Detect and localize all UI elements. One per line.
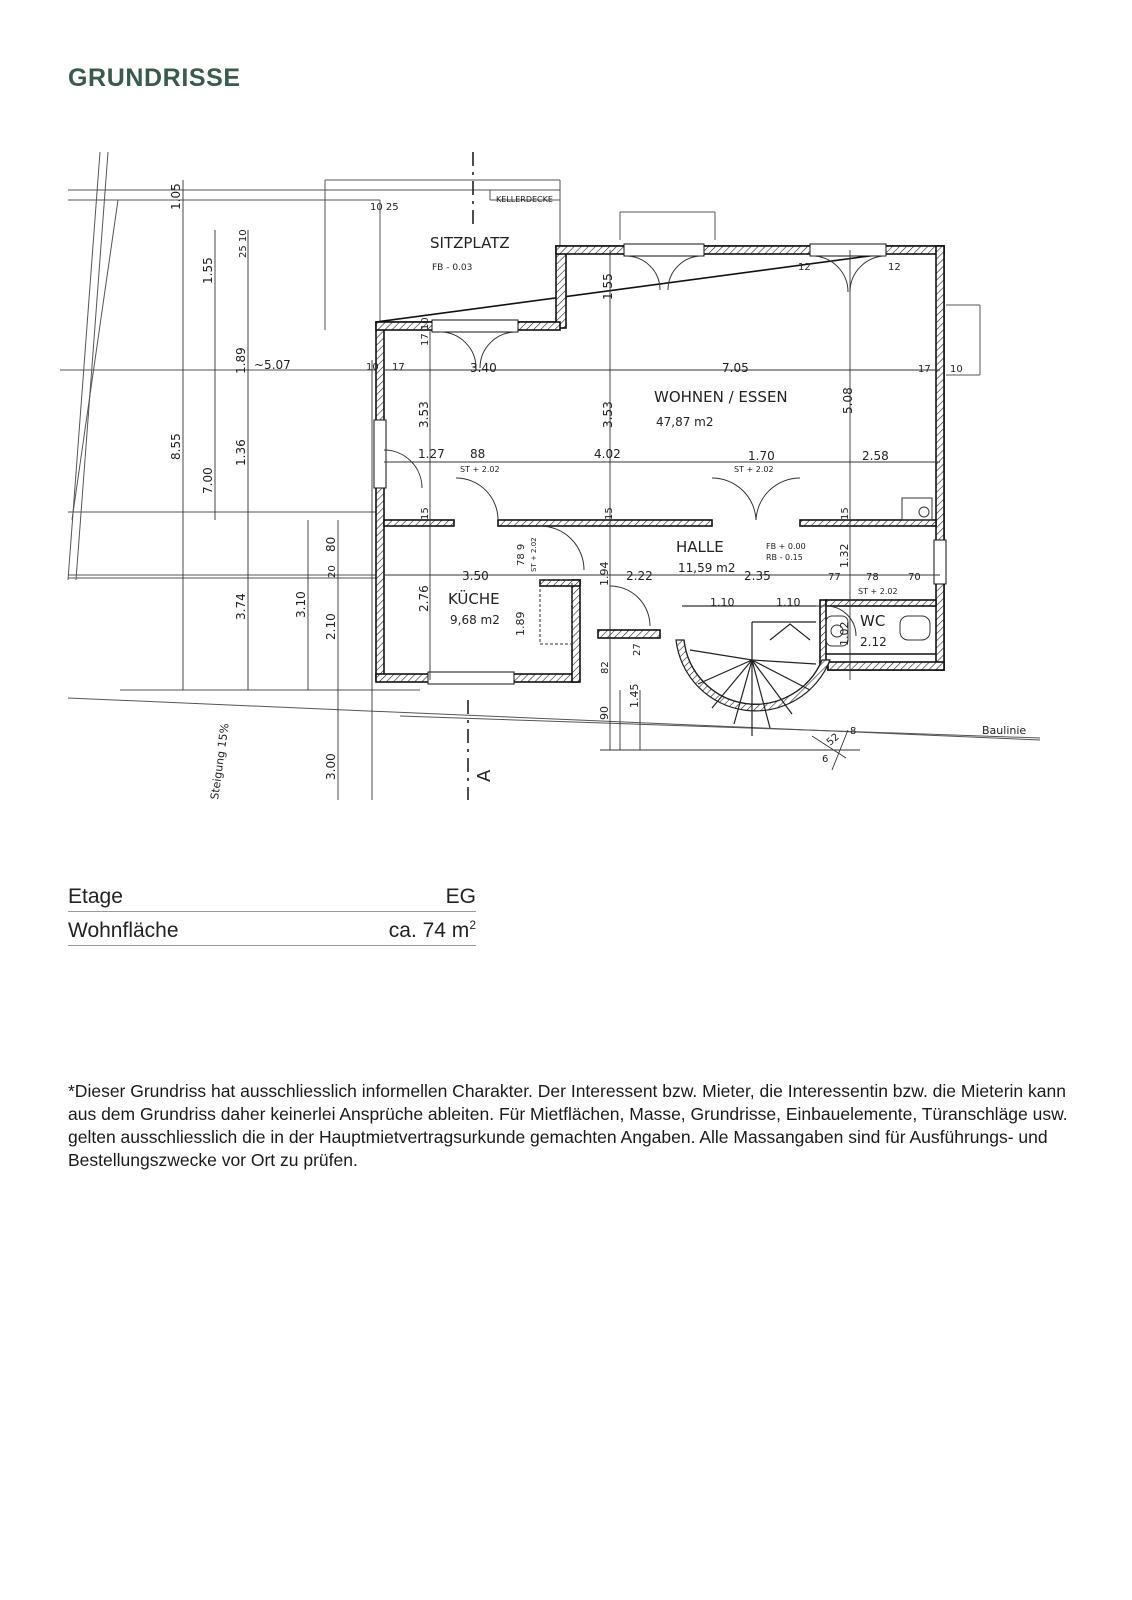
dimension-labels: 1.05 1.55 1.89 ~5.07 8.55 1.36 7.00 3.74… bbox=[169, 183, 963, 780]
dim-label: 1.27 bbox=[418, 447, 445, 461]
dim-label: 1.10 bbox=[776, 596, 801, 609]
dim-label: 1.89 bbox=[514, 612, 527, 637]
fact-value-unit-exponent: 2 bbox=[469, 918, 476, 932]
dim-label: 1.94 bbox=[598, 562, 611, 587]
dim-label: 6 bbox=[822, 754, 828, 765]
room-name-wohnen: WOHNEN / ESSEN bbox=[654, 388, 788, 406]
level-label: RB - 0.15 bbox=[766, 553, 803, 562]
dim-label: 1.45 bbox=[628, 684, 641, 709]
dim-label: 1.02 bbox=[838, 622, 851, 647]
dim-label: 2.22 bbox=[626, 569, 653, 583]
staircase bbox=[675, 605, 831, 736]
dim-label: 17 10 bbox=[420, 317, 431, 346]
dim-label: 20 bbox=[327, 565, 338, 578]
fixtures bbox=[539, 497, 933, 647]
dim-label: 17 bbox=[918, 364, 931, 375]
section-marker: A bbox=[474, 769, 495, 782]
dim-label: 27 bbox=[632, 643, 643, 656]
dim-label: 1.36 bbox=[234, 439, 248, 466]
axis-line bbox=[467, 152, 474, 800]
dim-label: 90 bbox=[598, 706, 611, 720]
room-area-wc: 2.12 bbox=[860, 635, 887, 649]
dim-label: 8 bbox=[850, 726, 856, 737]
disclaimer-text: *Dieser Grundriss hat ausschliesslich in… bbox=[68, 1081, 1068, 1170]
dim-label: 3.40 bbox=[470, 361, 497, 375]
dim-label: 3.10 bbox=[294, 591, 308, 618]
fact-row-etage: Etage EG bbox=[68, 878, 476, 912]
page-title: GRUNDRISSE bbox=[68, 64, 241, 92]
site-lines bbox=[60, 151, 1041, 741]
room-name-halle: HALLE bbox=[676, 538, 724, 556]
dim-label: 78 bbox=[866, 572, 879, 583]
dim-label: 7.00 bbox=[201, 467, 215, 494]
dim-label: 10 bbox=[366, 362, 379, 373]
dim-label: 1.89 bbox=[234, 347, 248, 374]
fact-value-text: ca. 74 m bbox=[388, 919, 470, 942]
dim-label: 2.76 bbox=[417, 585, 431, 612]
dim-label: 3.53 bbox=[417, 401, 431, 428]
room-area-kueche: 9,68 m2 bbox=[450, 613, 500, 627]
room-name-wc: WC bbox=[860, 612, 885, 630]
dim-label: 77 bbox=[828, 572, 841, 583]
fact-value: ca. 74 m2 bbox=[389, 918, 476, 943]
dim-label: 1.55 bbox=[201, 257, 215, 284]
level-label: ST + 2.02 bbox=[734, 465, 774, 474]
dim-label: 10 25 bbox=[370, 202, 399, 213]
dim-label: 12 bbox=[798, 262, 811, 273]
dim-label: 7.05 bbox=[722, 361, 749, 375]
dim-label: 88 bbox=[470, 447, 485, 461]
dim-label: 80 bbox=[324, 537, 338, 552]
dim-label: 70 bbox=[908, 572, 921, 583]
dim-label: 1.55 bbox=[601, 273, 615, 300]
dim-label: 25 10 bbox=[238, 229, 249, 258]
doors bbox=[383, 255, 887, 637]
dim-label: 3.74 bbox=[234, 593, 248, 620]
dim-label: 17 bbox=[392, 362, 405, 373]
level-label: FB + 0.00 bbox=[766, 542, 806, 551]
dim-label: 2.58 bbox=[862, 449, 889, 463]
kellerdecke-label: KELLERDECKE bbox=[496, 195, 553, 204]
steigung-label: Steigung 15% bbox=[208, 722, 232, 800]
dim-label: 1.70 bbox=[748, 449, 775, 463]
dim-label: 8.55 bbox=[169, 433, 183, 460]
room-name-kueche: KÜCHE bbox=[448, 589, 500, 608]
floor-plan-drawing: 1.05 1.55 1.89 ~5.07 8.55 1.36 7.00 3.74… bbox=[60, 151, 1041, 800]
dim-label: 1.05 bbox=[169, 183, 183, 210]
room-area-wohnen: 47,87 m2 bbox=[656, 415, 714, 429]
fact-row-wohnflaeche: Wohnfläche ca. 74 m2 bbox=[68, 912, 476, 946]
dim-label: 5.08 bbox=[841, 387, 855, 414]
dim-label: 3.50 bbox=[462, 569, 489, 583]
level-label: ST + 2.02 bbox=[858, 587, 898, 596]
dim-label: 2.10 bbox=[324, 613, 338, 640]
sitzplatz-label: SITZPLATZ bbox=[430, 234, 510, 252]
fact-label: Wohnfläche bbox=[68, 919, 179, 942]
dim-label: 82 bbox=[600, 661, 611, 674]
dim-label: 15 bbox=[840, 507, 851, 520]
dim-label: 3.53 bbox=[601, 401, 615, 428]
dim-label: ~5.07 bbox=[254, 358, 291, 372]
dim-label: 3.00 bbox=[324, 753, 338, 780]
room-area-halle: 11,59 m2 bbox=[678, 561, 736, 575]
dim-label: 1.32 bbox=[838, 544, 851, 569]
dim-label: 12 bbox=[888, 262, 901, 273]
dim-label: 15 bbox=[420, 507, 431, 520]
level-label: ST + 2.02 bbox=[530, 537, 538, 572]
dim-label: 2.35 bbox=[744, 569, 771, 583]
dim-label: 4.02 bbox=[594, 447, 621, 461]
sitzplatz-level: FB - 0.03 bbox=[432, 263, 472, 273]
dim-label: 1.10 bbox=[710, 596, 735, 609]
level-label: ST + 2.02 bbox=[460, 465, 500, 474]
property-facts: Etage EG Wohnfläche ca. 74 m2 bbox=[68, 878, 476, 946]
dim-label: 15 bbox=[604, 507, 615, 520]
windows bbox=[373, 243, 947, 685]
fact-value: EG bbox=[445, 885, 476, 908]
fact-label: Etage bbox=[68, 885, 123, 908]
baulinie-label: Baulinie bbox=[982, 724, 1026, 737]
dim-label: 78 9 bbox=[516, 544, 527, 566]
dimension-lines bbox=[182, 180, 940, 800]
dim-label: 10 bbox=[950, 364, 963, 375]
